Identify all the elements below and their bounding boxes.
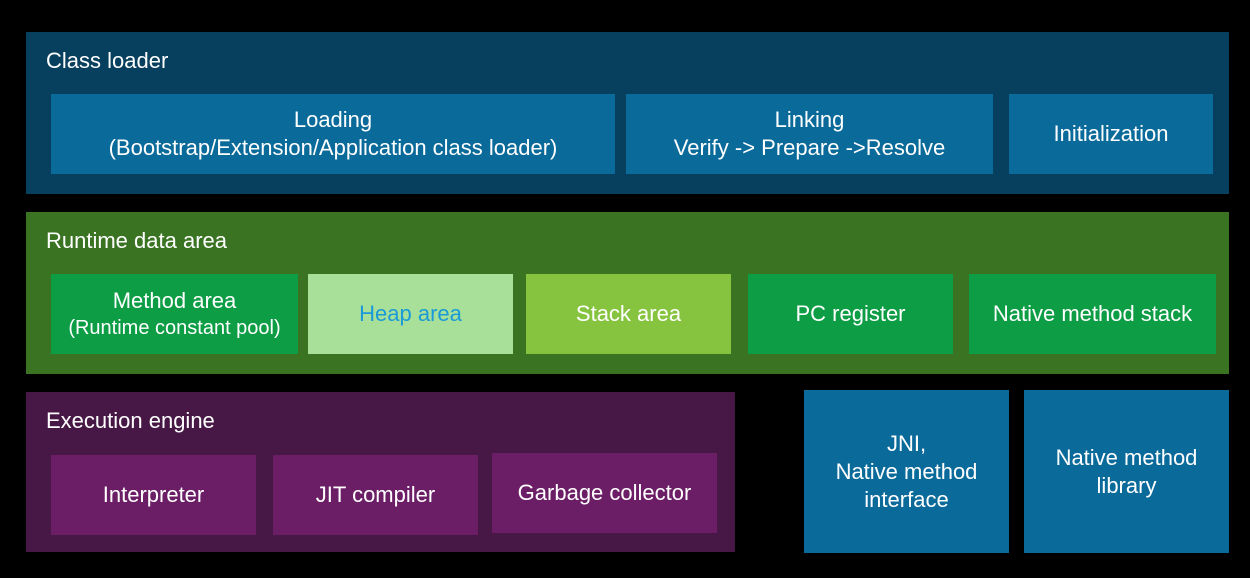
class-loader-title: Class loader	[46, 48, 169, 73]
interpreter-box: Interpreter	[51, 455, 256, 535]
loading-label: Loading	[293, 107, 373, 132]
runtime-data-area-panel: Runtime data area Method area (Runtime c…	[26, 212, 1229, 374]
heap-area-label: Heap area	[359, 301, 462, 326]
native-method-library-line1: Native method	[1055, 444, 1198, 470]
pc-register-label: PC register	[795, 301, 906, 326]
jni-line3: interface	[864, 486, 949, 512]
jit-compiler-box: JIT compiler	[273, 455, 478, 535]
stack-area-box: Stack area	[526, 274, 731, 354]
initialization-label: Initialization	[1053, 121, 1169, 146]
runtime-data-area-title: Runtime data area	[46, 228, 227, 253]
method-area-box: Method area (Runtime constant pool)	[51, 274, 298, 354]
method-area-label: Method area	[112, 288, 237, 313]
interpreter-label: Interpreter	[102, 482, 205, 507]
jit-compiler-label: JIT compiler	[315, 482, 436, 507]
pc-register-box: PC register	[748, 274, 953, 354]
native-method-stack-label: Native method stack	[992, 301, 1193, 326]
linking-label: Linking	[774, 107, 845, 132]
native-method-library-box: Native method library	[1024, 390, 1229, 553]
execution-engine-panel: Execution engine Interpreter JIT compile…	[26, 392, 735, 552]
native-method-library-line2: library	[1096, 472, 1157, 498]
native-method-stack-box: Native method stack	[969, 274, 1216, 354]
jni-box: JNI, Native method interface	[804, 390, 1009, 553]
stack-area-label: Stack area	[575, 301, 682, 326]
linking-box: Linking Verify -> Prepare ->Resolve	[626, 94, 993, 174]
linking-detail: Verify -> Prepare ->Resolve	[673, 135, 946, 160]
loading-box: Loading (Bootstrap/Extension/Application…	[51, 94, 615, 174]
initialization-box: Initialization	[1009, 94, 1213, 174]
heap-area-box: Heap area	[308, 274, 513, 354]
method-area-detail: (Runtime constant pool)	[68, 317, 281, 339]
loading-detail: (Bootstrap/Extension/Application class l…	[108, 135, 558, 160]
jni-line2: Native method	[835, 458, 978, 484]
class-loader-panel: Class loader Loading (Bootstrap/Extensio…	[26, 32, 1229, 194]
garbage-collector-box: Garbage collector	[492, 453, 717, 533]
execution-engine-title: Execution engine	[46, 408, 215, 433]
jni-line1: JNI,	[886, 430, 927, 456]
garbage-collector-label: Garbage collector	[517, 480, 692, 505]
